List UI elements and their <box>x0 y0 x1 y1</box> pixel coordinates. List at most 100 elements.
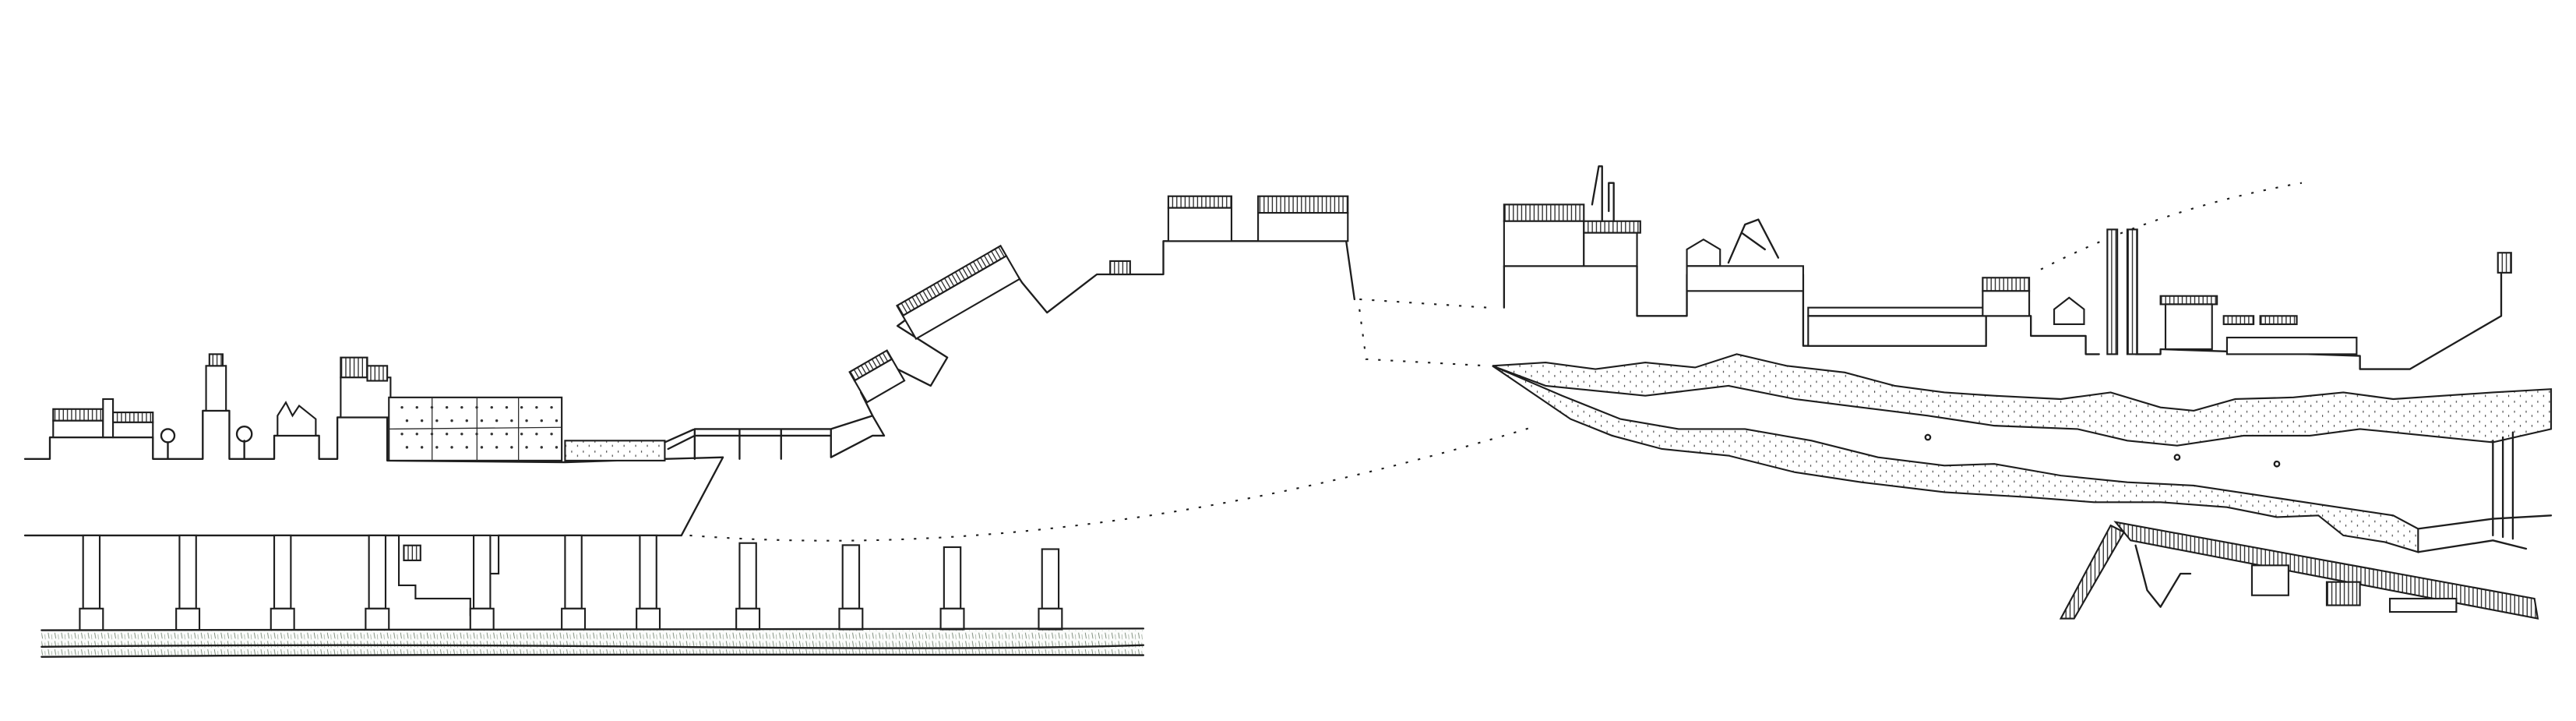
crop-mark <box>525 419 528 422</box>
pillar-shaft <box>273 534 292 610</box>
crop-mark <box>505 405 509 409</box>
fence <box>664 415 886 460</box>
stacked-building <box>340 376 392 419</box>
pillar-shaft <box>178 534 197 610</box>
crop-mark <box>445 433 449 436</box>
crop-mark <box>480 419 484 422</box>
pillar-shaft <box>639 534 657 610</box>
pillar <box>1038 548 1063 631</box>
pillar-base <box>79 607 104 631</box>
pillar <box>469 534 495 631</box>
field-divider <box>389 426 562 430</box>
crop-mark <box>540 446 543 449</box>
pillar-shaft <box>1041 548 1060 610</box>
inverted-deck <box>2113 521 2539 620</box>
tower-building <box>1982 277 2031 292</box>
tilted-building <box>848 349 906 404</box>
pillar-shaft <box>564 534 583 610</box>
upper-right-ground-line <box>1503 256 2503 370</box>
crop-mark <box>465 419 468 422</box>
crop-mark <box>430 433 434 436</box>
stacked-building <box>340 356 368 379</box>
building <box>1167 195 1233 209</box>
grass-strip-bottom <box>41 653 1145 658</box>
hillside-section <box>848 195 1356 417</box>
tall-tower <box>205 365 227 412</box>
pillar-shaft <box>943 546 962 610</box>
crop-mark <box>535 405 538 409</box>
small-shed <box>2222 315 2255 326</box>
small-hut <box>1109 260 1131 276</box>
pillar-base <box>1038 607 1063 631</box>
crop-mark <box>510 419 513 422</box>
rubble-wall <box>564 440 666 461</box>
crop-mark <box>495 446 499 449</box>
pillar-shaft <box>738 542 757 610</box>
tower-building <box>1982 290 2031 317</box>
crop-mark <box>550 405 553 409</box>
tree <box>160 428 176 460</box>
grass-strip-mid <box>41 644 1145 649</box>
factory <box>1583 231 1638 267</box>
small-house <box>2053 296 2085 326</box>
ladder-post <box>2126 228 2138 355</box>
chimney <box>1591 165 1615 222</box>
crop-mark <box>475 405 478 409</box>
crop-mark <box>535 433 538 436</box>
crop-mark <box>510 446 513 449</box>
tilted-building-row <box>895 244 1021 341</box>
crop-mark <box>555 446 559 449</box>
crop-mark <box>415 405 418 409</box>
pillar <box>175 534 201 631</box>
pillar-base <box>939 607 965 631</box>
building <box>52 419 104 439</box>
pillar-base <box>270 607 295 631</box>
crop-mark <box>465 446 468 449</box>
river-vertical-posts <box>2492 431 2514 540</box>
house <box>1686 238 1721 267</box>
crop-mark <box>420 419 424 422</box>
pillar-base <box>636 607 661 631</box>
crop-mark <box>400 433 403 436</box>
field-grid <box>389 397 562 461</box>
crop-mark <box>550 433 553 436</box>
crop-mark <box>450 446 453 449</box>
pillar <box>270 534 295 631</box>
shed <box>2164 303 2213 351</box>
pillar-base <box>838 607 864 631</box>
crop-mark <box>555 419 559 422</box>
river-section <box>1492 353 2553 553</box>
pillar <box>561 534 587 631</box>
inverted-building <box>2325 581 2361 606</box>
inverted-building <box>2250 564 2289 596</box>
fence-yard <box>2225 336 2358 355</box>
crop-mark <box>405 419 409 422</box>
crop-mark <box>480 446 484 449</box>
debris-mark <box>2273 460 2281 468</box>
crop-mark <box>450 419 453 422</box>
pillar-row <box>79 534 1063 631</box>
pillar-base <box>735 607 761 631</box>
crop-mark <box>495 419 499 422</box>
small-shed <box>2259 315 2298 326</box>
left-city-section <box>23 353 886 537</box>
pillar-shaft <box>841 544 861 610</box>
crop-mark <box>430 405 434 409</box>
pillar <box>365 534 390 631</box>
crop-mark <box>460 405 463 409</box>
crop-mark <box>520 433 523 436</box>
pillar-shaft <box>472 534 492 610</box>
pillar-base <box>365 607 390 631</box>
excavator-crane <box>1727 218 1780 264</box>
gabled-house <box>277 401 317 436</box>
crop-mark <box>405 446 409 449</box>
grass-strip-top <box>41 627 1145 631</box>
long-warehouse <box>1807 306 1987 347</box>
building <box>1257 195 1349 214</box>
pillar <box>939 546 965 631</box>
crop-mark <box>415 433 418 436</box>
crop-mark <box>490 433 493 436</box>
building <box>112 421 154 439</box>
inverted-ladder <box>2059 524 2126 620</box>
